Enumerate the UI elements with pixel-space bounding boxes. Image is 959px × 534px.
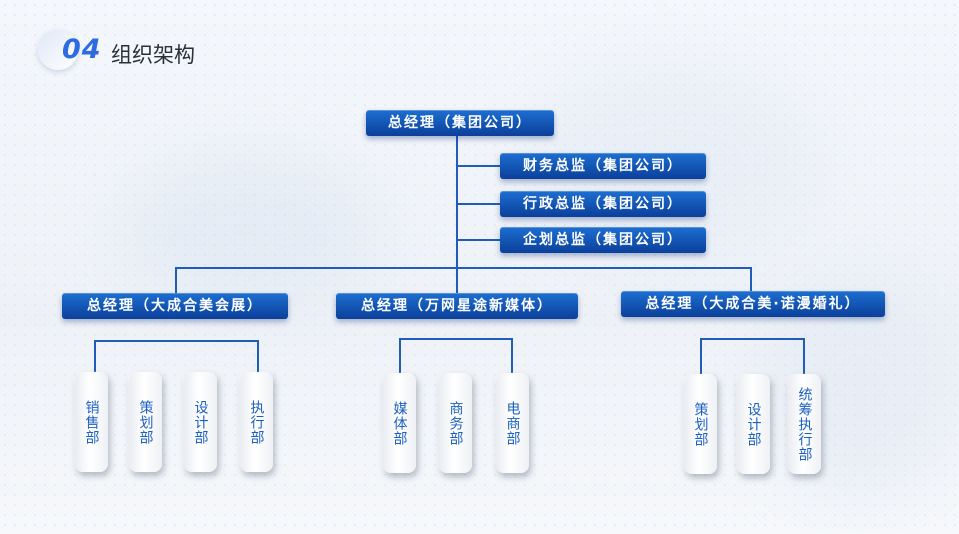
branch-manager-box: 总经理（万网星途新媒体） (336, 293, 578, 319)
dept-label: 设计部 (192, 399, 209, 445)
dept-card: 统筹执行部 (788, 374, 821, 474)
dept-card: 策划部 (684, 374, 717, 474)
director-planning-box: 企划总监（集团公司） (500, 227, 706, 253)
director-admin-box: 行政总监（集团公司） (500, 191, 706, 217)
page-title: 组织架构 (111, 43, 195, 67)
dept-label: 商务部 (447, 400, 464, 446)
header-circle-icon (38, 30, 78, 70)
dept-label: 策划部 (692, 401, 709, 447)
dept-label: 销售部 (83, 399, 100, 445)
dept-card: 执行部 (240, 372, 273, 472)
section-number: 04 (62, 34, 102, 65)
dept-label: 电商部 (504, 400, 521, 446)
branch-manager-box: 总经理（大成合美会展） (62, 293, 288, 319)
branch-manager-box: 总经理（大成合美·诺漫婚礼） (621, 291, 885, 317)
dept-card: 设计部 (184, 372, 217, 472)
dept-label: 媒体部 (391, 400, 408, 446)
ceo-group-box: 总经理（集团公司） (366, 110, 554, 136)
dept-card: 电商部 (496, 373, 529, 473)
dept-label: 统筹执行部 (796, 386, 813, 462)
dept-card: 策划部 (129, 372, 162, 472)
dept-card: 媒体部 (383, 373, 416, 473)
dept-label: 执行部 (248, 399, 265, 445)
director-finance-box: 财务总监（集团公司） (500, 153, 706, 179)
dept-card: 商务部 (439, 373, 472, 473)
dept-card: 设计部 (737, 374, 770, 474)
dept-card: 销售部 (75, 372, 108, 472)
dept-label: 设计部 (745, 401, 762, 447)
dept-label: 策划部 (137, 399, 154, 445)
background-shape (120, 150, 380, 310)
